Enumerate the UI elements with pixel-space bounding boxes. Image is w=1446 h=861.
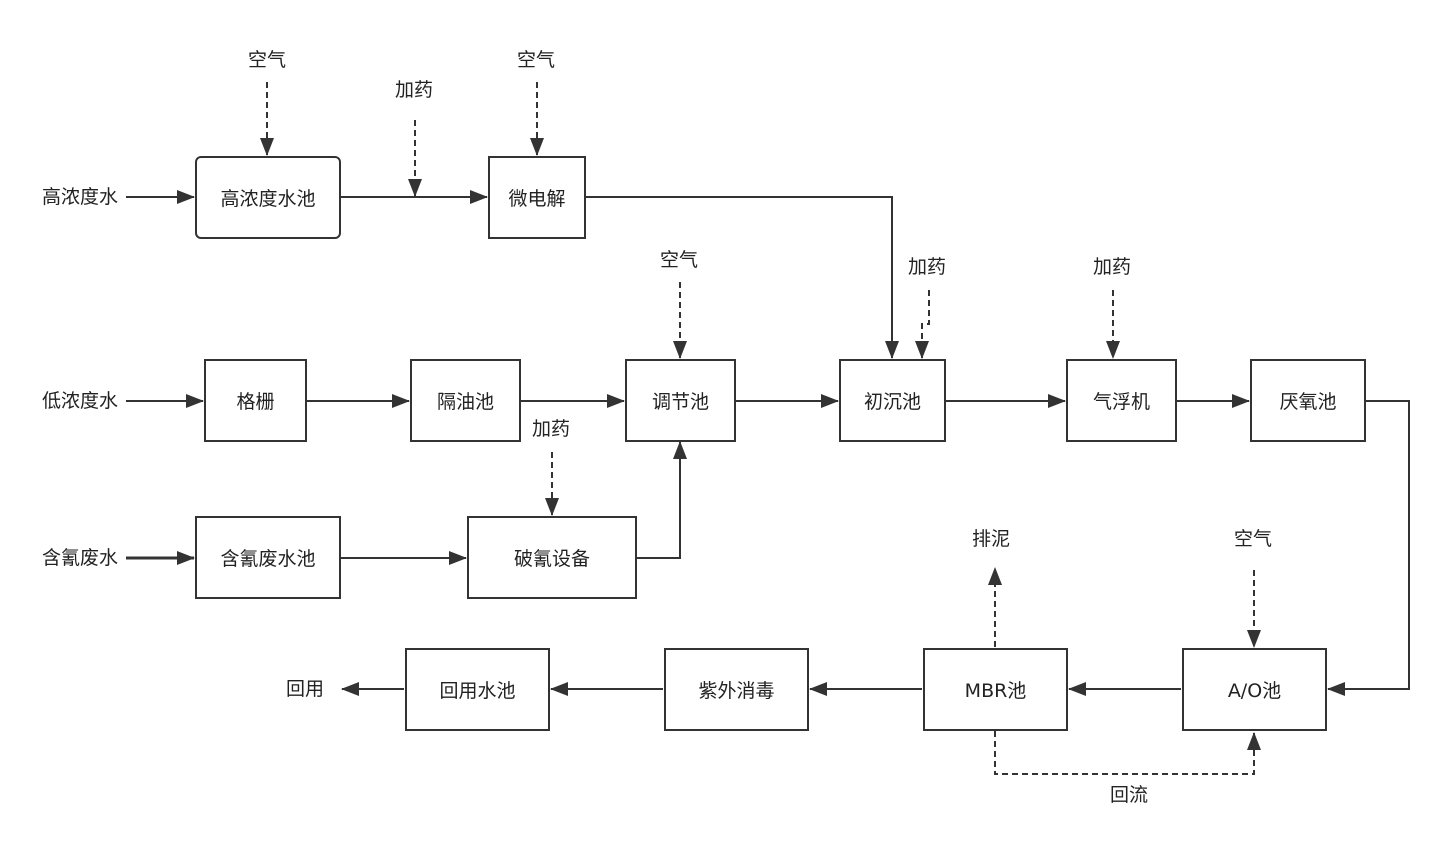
node-mbr-tank: MBR池	[923, 648, 1068, 731]
label-reuse: 回用	[286, 678, 325, 700]
node-uv-disinfection: 紫外消毒	[664, 648, 809, 731]
label-dosing-1: 加药	[395, 79, 434, 101]
node-primary-settling: 初沉池	[839, 359, 946, 442]
node-regulating-tank: 调节池	[625, 359, 736, 442]
label-air-3: 空气	[660, 249, 699, 271]
node-high-concentration-pool: 高浓度水池	[195, 156, 341, 239]
flow-micro-to-primary	[586, 196, 899, 359]
label-cyanide-wastewater: 含氰废水	[42, 547, 119, 569]
label-high-concentration-water: 高浓度水	[42, 186, 119, 208]
node-reuse-pool: 回用水池	[405, 648, 550, 731]
node-micro-electrolysis: 微电解	[488, 156, 586, 239]
node-ao-tank: A/O池	[1182, 648, 1327, 731]
node-oil-separator: 隔油池	[410, 359, 521, 442]
label-dosing-4: 加药	[532, 418, 571, 440]
node-cyanide-pool: 含氰废水池	[195, 516, 341, 599]
label-low-concentration-water: 低浓度水	[42, 390, 119, 412]
label-air-1: 空气	[248, 49, 287, 71]
label-dosing-3: 加药	[1093, 256, 1132, 278]
label-air-4: 空气	[1234, 528, 1273, 550]
node-air-flotation: 气浮机	[1066, 359, 1177, 442]
flow-breaker-to-regulating	[637, 441, 687, 559]
node-cyanide-breaker: 破氰设备	[467, 516, 637, 599]
flow-anaerobic-to-ao	[1327, 400, 1410, 696]
label-sludge-discharge: 排泥	[972, 528, 1011, 550]
label-dosing-2: 加药	[908, 256, 947, 278]
node-anaerobic-tank: 厌氧池	[1250, 359, 1366, 442]
dosing-to-primary	[915, 290, 930, 359]
label-reflux: 回流	[1110, 784, 1149, 806]
node-grille: 格栅	[204, 359, 307, 442]
reflux-mbr-to-ao	[994, 731, 1261, 775]
label-air-2: 空气	[517, 49, 556, 71]
